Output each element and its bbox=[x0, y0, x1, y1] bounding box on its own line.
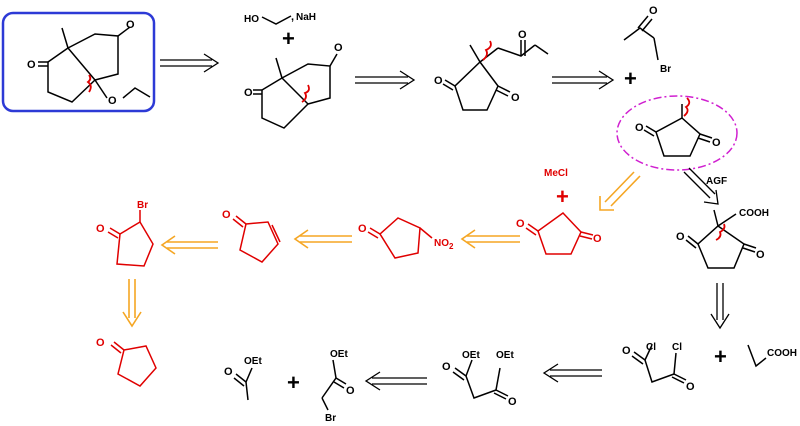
ethyl-bromoacetate bbox=[321, 359, 347, 411]
alkylated-o1: O bbox=[518, 29, 527, 41]
methyl-dione-o2: O bbox=[712, 137, 721, 149]
orange-retro-arrow bbox=[293, 229, 352, 249]
plus-sign: + bbox=[624, 66, 637, 91]
agf-retro-arrow bbox=[683, 167, 719, 205]
highlight-ellipse bbox=[616, 95, 738, 171]
target-molecule bbox=[1, 11, 156, 113]
ester-o2: O bbox=[508, 396, 517, 408]
agf-label: AGF bbox=[706, 176, 727, 187]
orange-retro-arrow bbox=[460, 229, 520, 249]
target-box bbox=[1, 11, 156, 113]
retro-arrow bbox=[710, 283, 730, 330]
plus-sign: + bbox=[282, 26, 295, 51]
ester-o1: O bbox=[442, 361, 451, 373]
bromoacetate-br: Br bbox=[325, 413, 336, 424]
methyl-dione-o1: O bbox=[635, 122, 644, 134]
bromoacetone bbox=[623, 15, 659, 61]
carboxy-dione-cooh: COOH bbox=[739, 208, 769, 219]
orange-retro-arrow bbox=[160, 235, 218, 255]
bromocyclopentanone bbox=[107, 210, 154, 267]
carboxy-dione bbox=[685, 209, 757, 269]
plus-sign: + bbox=[287, 370, 300, 395]
alkylated-o2: O bbox=[434, 75, 443, 87]
cyclopentanone-o: O bbox=[96, 337, 105, 349]
target-ether-o: O bbox=[108, 95, 117, 107]
retro-arrow bbox=[542, 363, 602, 383]
ester-oet2: OEt bbox=[496, 350, 514, 361]
nitrocyclopentanone bbox=[367, 217, 433, 259]
target-ketone-o1: O bbox=[126, 19, 135, 31]
bicyclic-diketone bbox=[253, 53, 338, 129]
ester-oet1: OEt bbox=[462, 350, 480, 361]
cyclopentanone bbox=[110, 341, 157, 387]
nah-label: NaH bbox=[296, 12, 316, 23]
retro-arrow bbox=[552, 70, 615, 90]
diethyl-ester bbox=[452, 359, 509, 400]
ho-label: HO bbox=[244, 14, 259, 25]
acetate-oet: OEt bbox=[244, 356, 262, 367]
plus-sign: + bbox=[714, 344, 727, 369]
cyclopentane-dione bbox=[525, 212, 594, 255]
bromoacetate-o: O bbox=[346, 385, 355, 397]
bromo-o: O bbox=[96, 223, 105, 235]
orange-retro-arrow bbox=[122, 279, 142, 328]
diacid-o1: O bbox=[622, 345, 631, 357]
diacid-cl1: Cl bbox=[646, 342, 656, 353]
cpd-o1: O bbox=[516, 218, 525, 230]
carboxy-dione-o2: O bbox=[756, 249, 765, 261]
bromoacetone-o: O bbox=[649, 5, 658, 17]
bromoacetone-br: Br bbox=[660, 64, 671, 75]
mecl-label: MeCl bbox=[544, 168, 568, 179]
ethanol-fragment bbox=[261, 15, 292, 25]
diacid-chloride bbox=[631, 344, 687, 384]
bromoacetate-oet: OEt bbox=[330, 349, 348, 360]
nitro-o: O bbox=[358, 223, 367, 235]
bromo-br: Br bbox=[137, 200, 148, 211]
bicyclic-o2: O bbox=[244, 87, 253, 99]
alkylated-dione bbox=[442, 40, 549, 111]
retro-arrow bbox=[160, 53, 220, 73]
diacid-o2: O bbox=[686, 381, 695, 393]
ethyl-acetate bbox=[233, 367, 253, 401]
cyclopentenone-o: O bbox=[222, 209, 231, 221]
methyl-dione bbox=[643, 104, 713, 157]
cyclopentenone bbox=[232, 215, 281, 263]
alkylated-o3: O bbox=[511, 92, 520, 104]
propanoic-cooh: COOH bbox=[767, 348, 797, 359]
nitro-label: NO2 bbox=[434, 238, 454, 251]
orange-retro-arrow bbox=[599, 171, 641, 211]
comma: , bbox=[291, 11, 294, 23]
bicyclic-o1: O bbox=[334, 42, 343, 54]
carboxy-dione-o1: O bbox=[676, 231, 685, 243]
acetate-o: O bbox=[224, 366, 233, 378]
retro-arrow bbox=[355, 70, 416, 90]
diacid-cl2: Cl bbox=[672, 342, 682, 353]
plus-sign-red: + bbox=[556, 184, 569, 209]
propanoic-acid bbox=[747, 344, 767, 368]
target-ketone-o2: O bbox=[27, 59, 36, 71]
cpd-o2: O bbox=[593, 233, 602, 245]
retro-arrow bbox=[364, 371, 427, 391]
